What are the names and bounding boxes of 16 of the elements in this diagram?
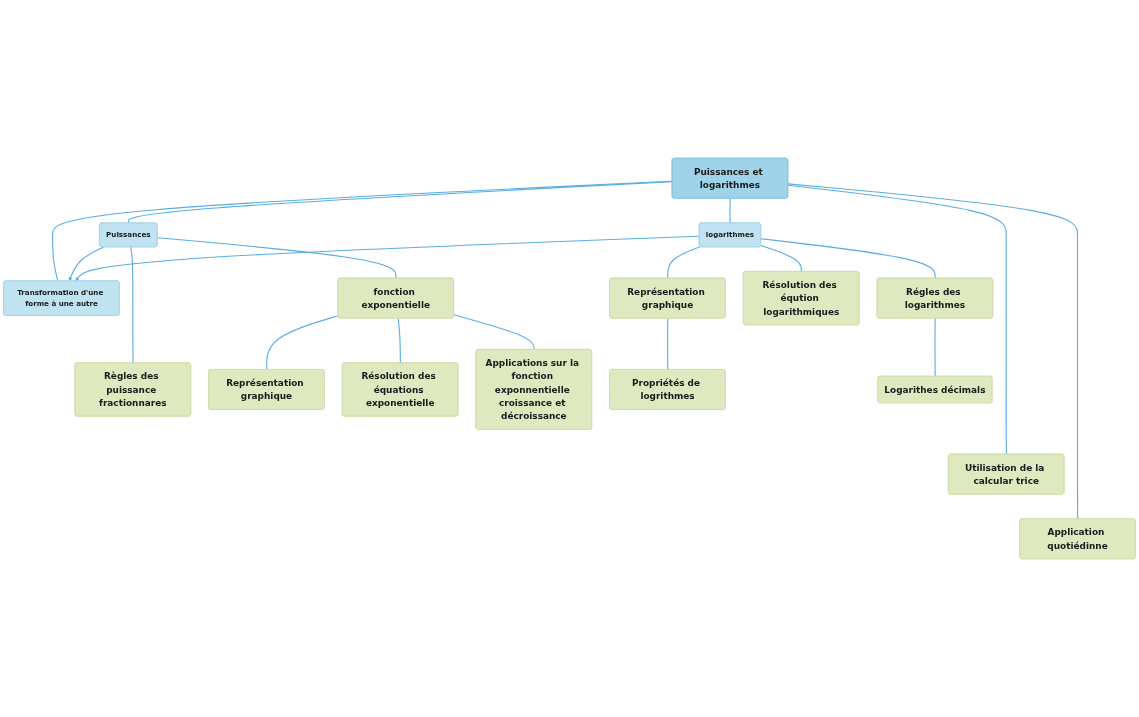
- connector: [397, 317, 401, 364]
- connector: [130, 246, 134, 364]
- connector: [760, 238, 936, 279]
- connector: [787, 183, 1079, 520]
- connector: [156, 237, 397, 279]
- connector: [266, 315, 339, 371]
- arrow: [68, 246, 105, 282]
- connector: [787, 184, 1007, 455]
- arrow: [75, 235, 700, 282]
- connector: [453, 314, 535, 351]
- connector: [760, 244, 802, 273]
- connector: [934, 317, 936, 377]
- connector: [729, 197, 731, 224]
- connector: [667, 317, 669, 371]
- connector: [667, 246, 701, 279]
- connector: [52, 180, 673, 282]
